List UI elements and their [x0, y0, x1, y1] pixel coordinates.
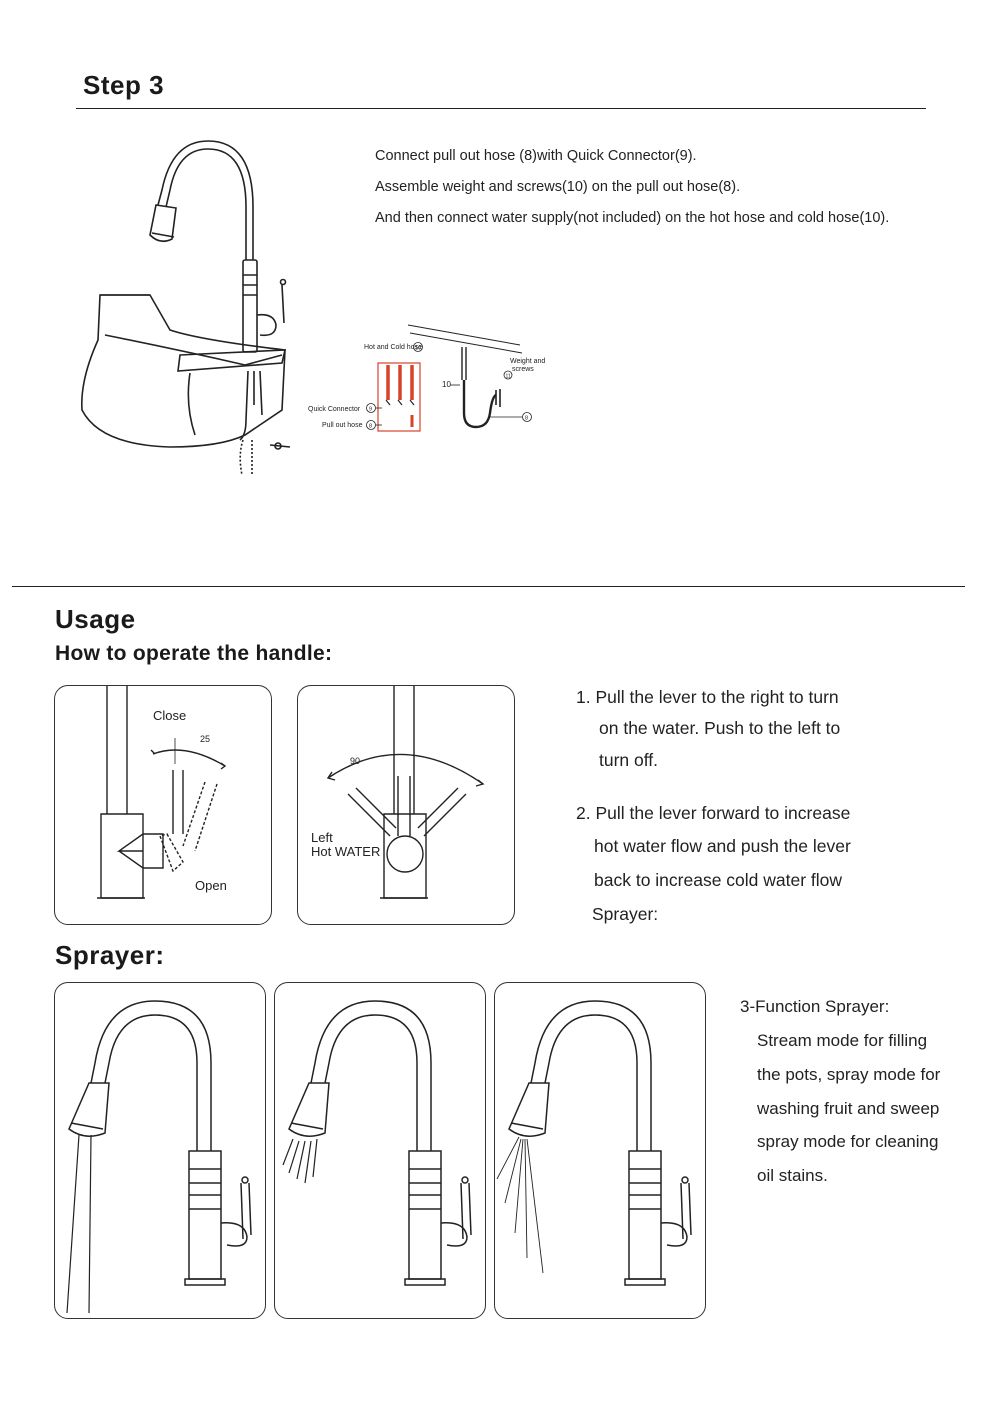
handle-close-open-diagram — [97, 686, 227, 899]
faucet-stream-mode-illustration — [66, 1000, 252, 1314]
step3-title: Step 3 — [83, 70, 165, 100]
step3-line-1: Connect pull out hose (8)with Quick Conn… — [375, 148, 697, 164]
usage-instruction-1c: turn off. — [599, 750, 659, 770]
sprayer-panel-spray — [274, 982, 486, 1319]
sprayer-line-5: spray mode for cleaning — [757, 1132, 939, 1151]
label-weight-screws-2: screws — [512, 366, 534, 373]
step3-instructions: Connect pull out hose (8)with Quick Conn… — [375, 141, 975, 234]
label-open: Open — [195, 878, 227, 893]
usage-subtitle: How to operate the handle: — [55, 642, 333, 665]
label-close: Close — [153, 708, 187, 723]
usage-instruction-1a: 1. Pull the lever to the right to turn — [576, 687, 839, 707]
sprayer-line-2: Stream mode for filling — [757, 1031, 928, 1050]
usage-instruction-sprayer: Sprayer: — [592, 904, 659, 924]
sprayer-line-4: washing fruit and sweep — [757, 1099, 940, 1118]
step3-line-2: Assemble weight and screws(10) on the pu… — [375, 179, 741, 195]
usage-instruction-2a: 2. Pull the lever forward to increase — [576, 803, 851, 823]
hose-connection-diagram: Hot and Cold hose 10 Quick Connector 9 P… — [308, 324, 545, 432]
sprayer-line-6: oil stains. — [757, 1166, 828, 1185]
faucet-sweep-mode-illustration — [496, 1000, 692, 1286]
label-pull-out-num: 8 — [369, 424, 372, 430]
step3-line-3: And then connect water supply(not includ… — [375, 210, 890, 226]
usage-instruction-2c: back to increase cold water flow — [594, 870, 843, 890]
step3-divider — [76, 108, 926, 109]
label-angle-25: 25 — [200, 734, 211, 744]
faucet-sink-illustration — [81, 140, 291, 476]
label-hot-cold-num: 10 — [415, 346, 421, 352]
label-quick-connector-num: 9 — [369, 407, 372, 413]
sprayer-line-1: 3-Function Sprayer: — [740, 997, 890, 1016]
label-hot-cold-hose: Hot and Cold hose — [364, 344, 422, 351]
label-weight-screws-1: Weight and — [510, 358, 545, 365]
sprayer-panel-stream — [54, 982, 266, 1319]
sprayer-title: Sprayer: — [55, 940, 165, 970]
label-weight-num: 11 — [506, 374, 511, 380]
handle-panel-close-open: Close 25 Open — [54, 685, 272, 925]
usage-instruction-1b: on the water. Push to the left to — [599, 718, 841, 738]
label-callout-10: 10 — [442, 380, 451, 389]
label-pull-out-hose: Pull out hose — [322, 422, 363, 429]
label-callout-8: 8 — [525, 416, 528, 422]
label-left: Left — [311, 830, 333, 845]
usage-title: Usage — [55, 604, 136, 634]
faucet-spray-mode-illustration — [282, 1000, 472, 1286]
label-angle-90: 90 — [350, 756, 361, 766]
label-quick-connector: Quick Connector — [308, 406, 361, 413]
handle-left-hot-diagram — [326, 686, 485, 899]
usage-instruction-2b: hot water flow and push the lever — [594, 836, 851, 856]
sprayer-line-3: the pots, spray mode for — [757, 1065, 941, 1084]
handle-panel-left-hot: 90 Left Hot WATER — [297, 685, 515, 925]
section-divider — [12, 586, 965, 587]
sprayer-panel-sweep — [494, 982, 706, 1319]
label-hot-water: Hot WATER — [311, 844, 381, 859]
